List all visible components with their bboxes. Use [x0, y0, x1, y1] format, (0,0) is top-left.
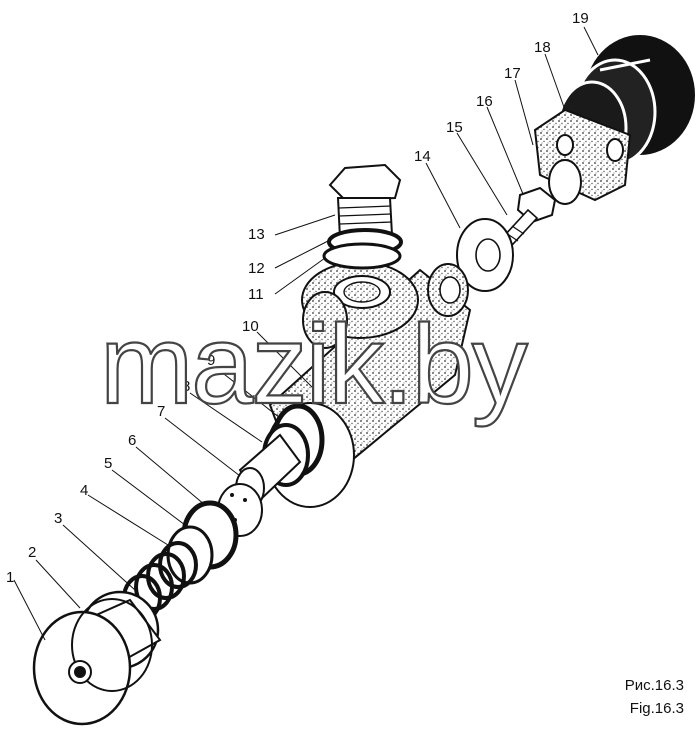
part-14-washer: [456, 218, 514, 292]
part-11-gasket: [322, 242, 402, 270]
part-1-end-plug: [32, 598, 153, 726]
callout-15: 15: [446, 119, 463, 136]
watermark-text: mazik.by: [100, 302, 528, 427]
part-13-plug: [328, 163, 402, 240]
callout-7: 7: [157, 403, 165, 420]
part-17-yoke: [548, 159, 582, 205]
callout-labels: 1 2 3 4 5 6 7 8 9 10 11 12 13 14 15 16 1…: [6, 10, 589, 586]
leader-lines: [13, 26, 599, 641]
callout-8: 8: [182, 378, 190, 395]
callout-14: 14: [414, 148, 431, 165]
callout-19: 19: [572, 10, 589, 27]
callout-5: 5: [104, 455, 112, 472]
callout-13: 13: [248, 226, 265, 243]
callout-12: 12: [248, 260, 265, 277]
callout-4: 4: [80, 482, 88, 499]
callout-9: 9: [207, 352, 215, 369]
callout-17: 17: [504, 65, 521, 82]
callout-2: 2: [28, 544, 36, 561]
callout-6: 6: [128, 432, 136, 449]
callout-10: 10: [242, 318, 259, 335]
callout-1: 1: [6, 569, 14, 586]
figure-caption-en: Fig.16.3: [629, 700, 684, 717]
callout-18: 18: [534, 39, 551, 56]
callout-11: 11: [248, 286, 264, 303]
figure-caption-ru: Рис.16.3: [624, 677, 684, 694]
callout-3: 3: [54, 510, 62, 527]
callout-16: 16: [476, 93, 493, 110]
